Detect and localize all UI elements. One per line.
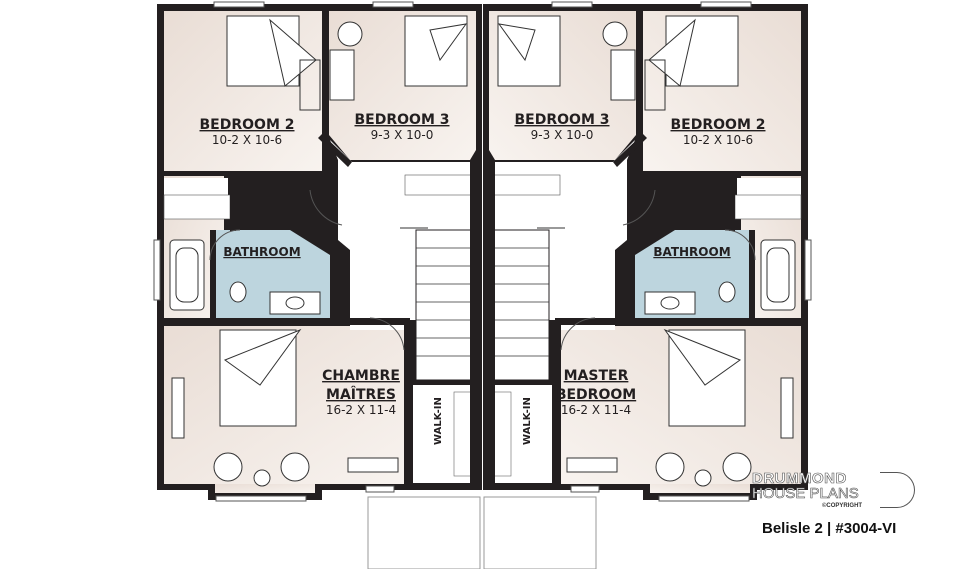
unit-left-geometry bbox=[153, 1, 482, 502]
logo-mark-icon bbox=[880, 472, 915, 508]
bedroom3-left-dims: 9-3 X 10-0 bbox=[371, 128, 434, 142]
bedroom3-right-label: BEDROOM 3 bbox=[515, 112, 610, 128]
walkin-left-label: WALK-IN bbox=[433, 397, 444, 445]
logo-line1: DRUMMOND bbox=[752, 470, 847, 488]
drummond-logo: DRUMMOND HOUSE PLANS ©COPYRIGHT bbox=[752, 470, 922, 520]
master-right-dims: 16-2 X 11-4 bbox=[561, 403, 631, 417]
bedroom3-left-label: BEDROOM 3 bbox=[355, 112, 450, 128]
master-right-label-1: MASTER bbox=[564, 368, 629, 384]
master-left-dims: 16-2 X 11-4 bbox=[326, 403, 396, 417]
bathroom-left-label: BATHROOM bbox=[223, 245, 300, 259]
master-left-label-1: CHAMBRE bbox=[322, 368, 400, 384]
bedroom2-right-label: BEDROOM 2 bbox=[671, 117, 766, 133]
bathroom-right-label: BATHROOM bbox=[653, 245, 730, 259]
walkin-right-label: WALK-IN bbox=[522, 397, 533, 445]
logo-line2: HOUSE PLANS bbox=[752, 485, 859, 503]
bedroom2-left-label: BEDROOM 2 bbox=[200, 117, 295, 133]
plan-title: Belisle 2 | #3004-VI bbox=[762, 520, 897, 537]
bedroom2-left-dims: 10-2 X 10-6 bbox=[212, 133, 282, 147]
logo-copyright: ©COPYRIGHT bbox=[822, 503, 863, 509]
bedroom2-right-dims: 10-2 X 10-6 bbox=[683, 133, 753, 147]
master-right-label-2: BEDROOM bbox=[556, 387, 636, 403]
porch-right bbox=[483, 496, 597, 569]
porch-left bbox=[367, 496, 481, 569]
bedroom3-right-dims: 9-3 X 10-0 bbox=[531, 128, 594, 142]
master-left-label-2: MAÎTRES bbox=[326, 386, 396, 403]
